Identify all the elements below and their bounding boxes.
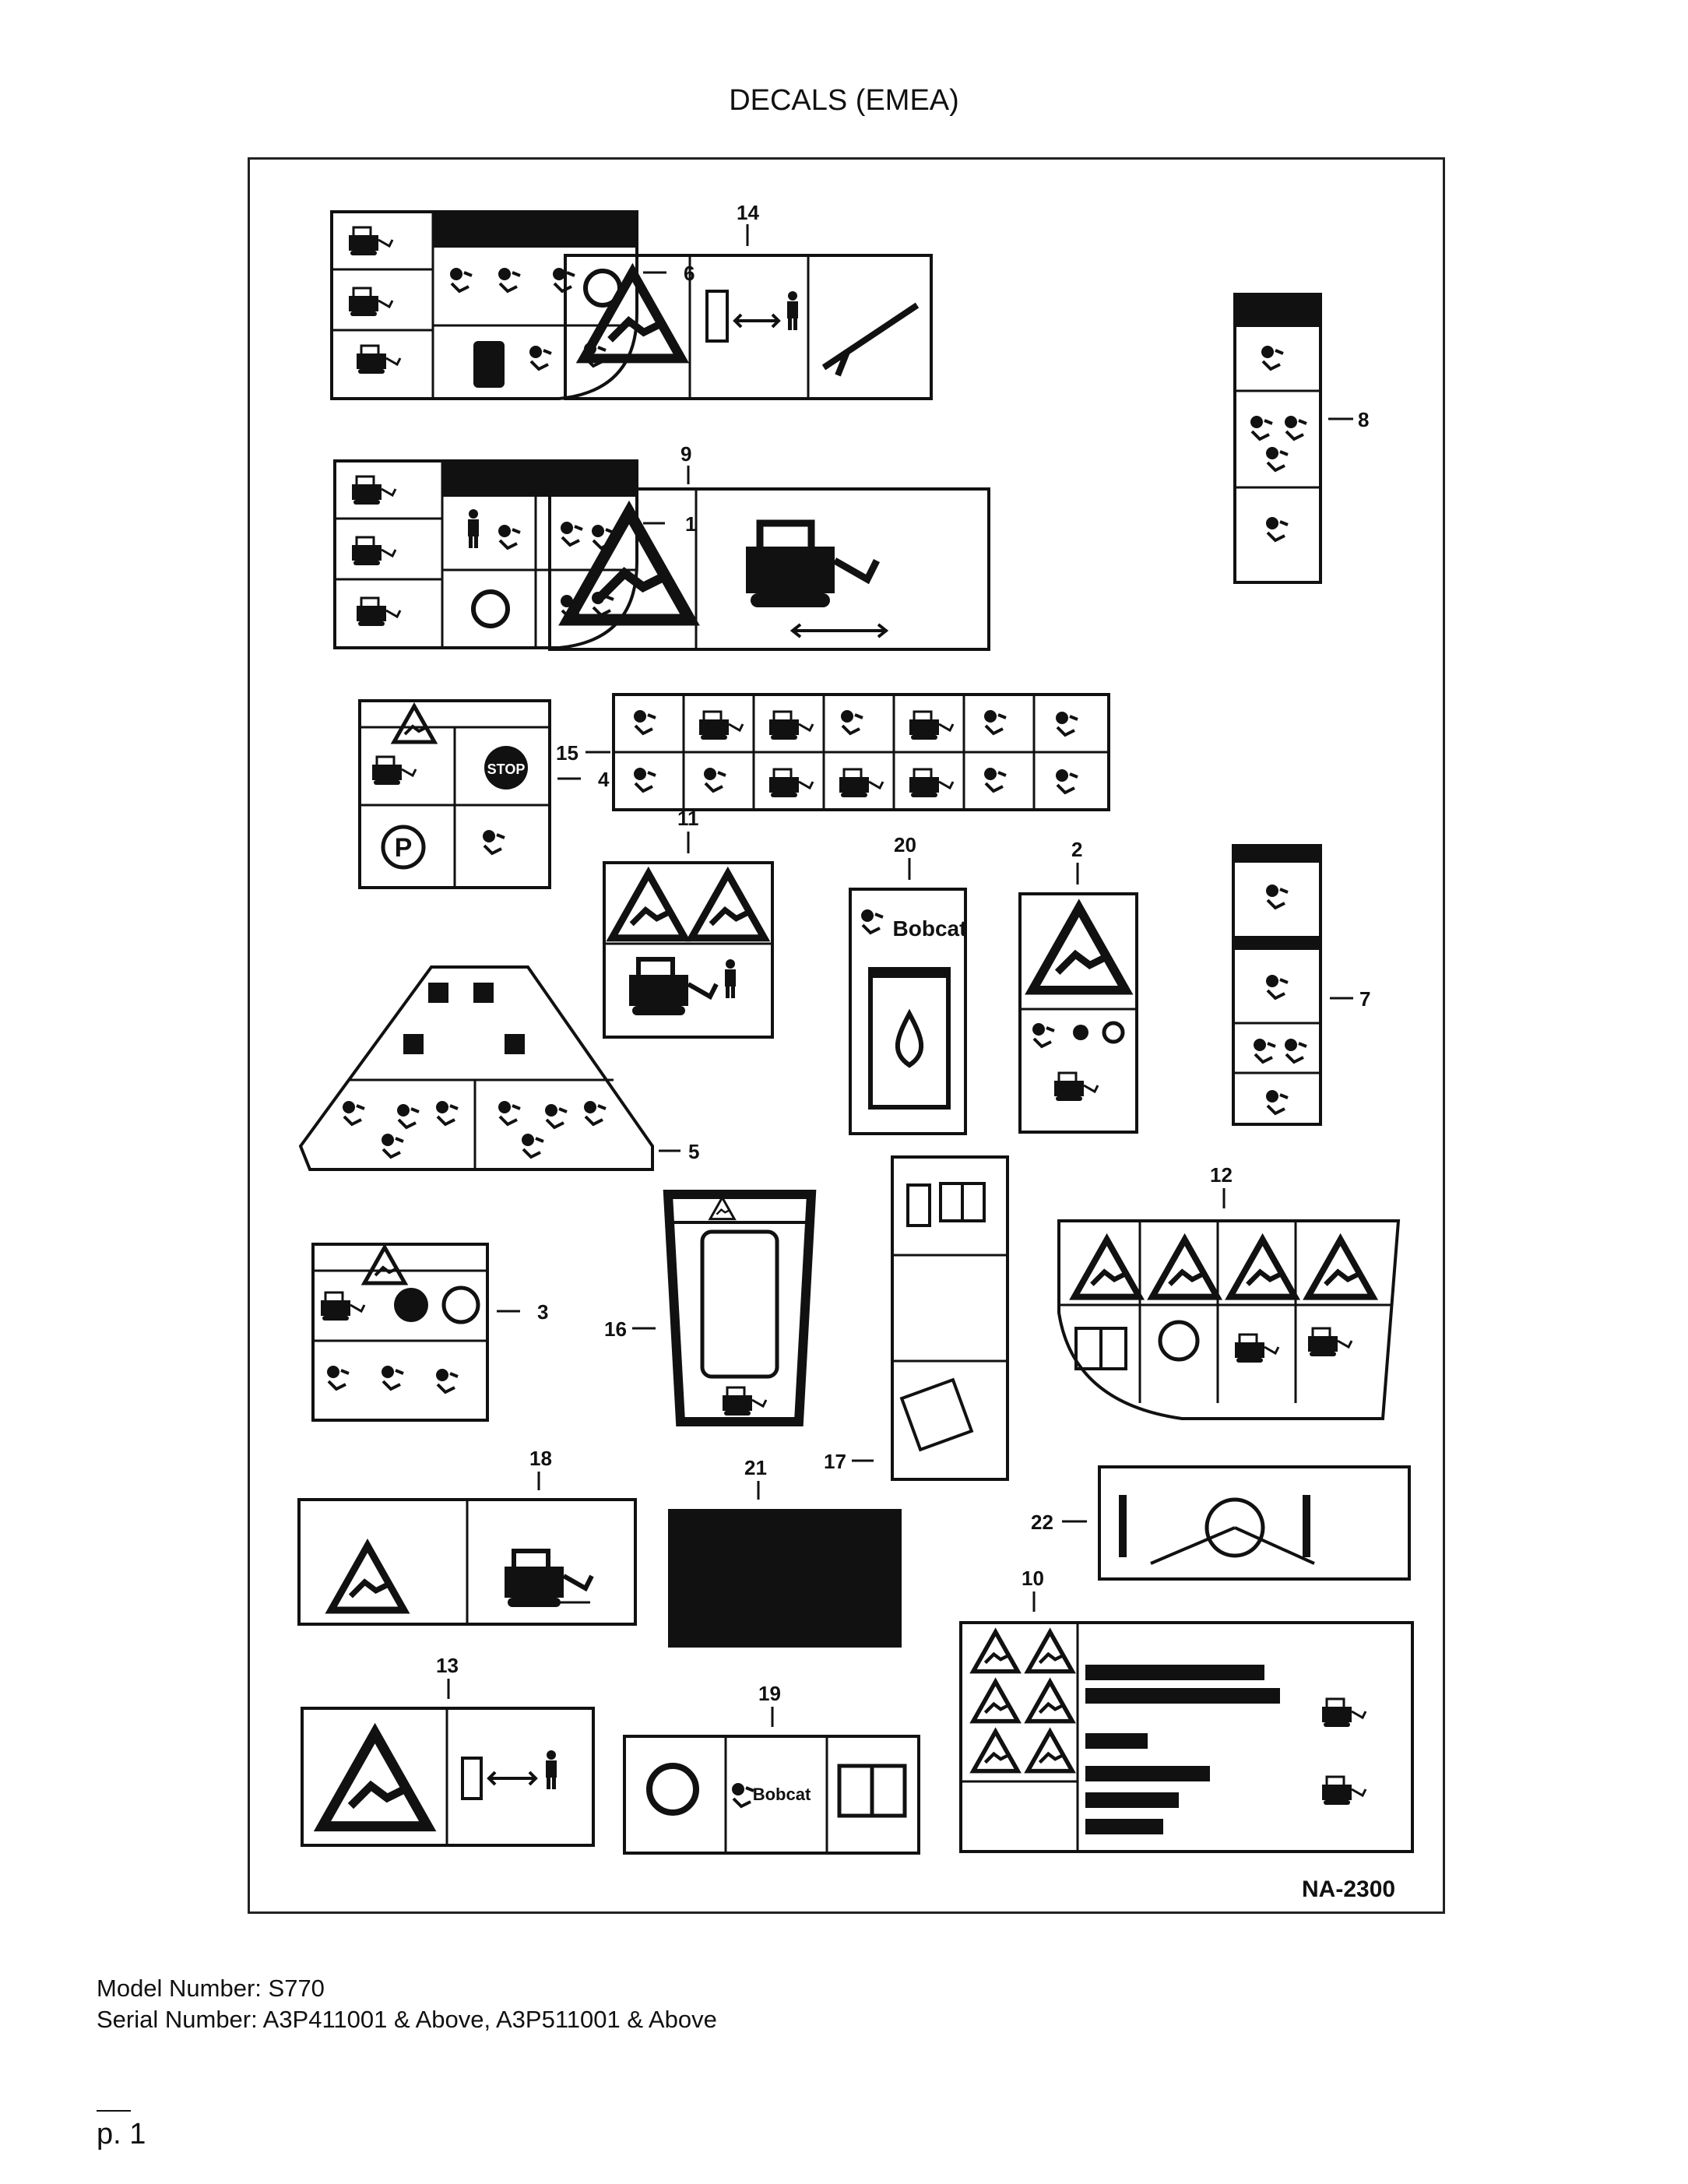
decal-20: Bobcat xyxy=(849,858,967,1135)
decal-8 xyxy=(1233,293,1353,584)
callout-20: 20 xyxy=(894,833,916,856)
page-title: DECALS (EMEA) xyxy=(729,84,959,117)
bobcat-brand-label-19: Bobcat xyxy=(753,1785,811,1804)
serial-number: Serial Number: A3P411001 & Above, A3P511… xyxy=(97,2006,717,2033)
callout-10: 10 xyxy=(1022,1567,1044,1590)
callout-18: 18 xyxy=(529,1447,552,1470)
decal-21 xyxy=(668,1481,902,1648)
decal-4: STOP P xyxy=(358,699,581,889)
bobcat-brand-label: Bobcat xyxy=(893,916,967,941)
decal-13 xyxy=(301,1679,595,1847)
decal-11 xyxy=(603,832,774,1039)
decal-7 xyxy=(1232,844,1353,1126)
diagram-code: NA-2300 xyxy=(1302,1876,1396,1902)
callout-13: 13 xyxy=(436,1654,459,1677)
decal-2 xyxy=(1018,863,1138,1134)
decal-diagram-frame xyxy=(248,157,1445,1914)
callout-19: 19 xyxy=(758,1682,781,1705)
stop-label: STOP xyxy=(487,761,526,777)
callout-5: 5 xyxy=(688,1140,699,1163)
decal-15 xyxy=(586,693,1110,811)
callout-6: 6 xyxy=(684,262,695,285)
callout-15: 15 xyxy=(556,741,578,765)
callout-14: 14 xyxy=(737,201,759,224)
callout-16: 16 xyxy=(604,1317,627,1341)
decal-3 xyxy=(311,1243,520,1422)
decal-18 xyxy=(297,1472,637,1626)
callout-1: 1 xyxy=(685,512,696,536)
decal-17 xyxy=(852,1155,1009,1481)
callout-11: 11 xyxy=(677,807,699,830)
divider xyxy=(97,2110,131,2112)
decal-10 xyxy=(959,1591,1414,1853)
decal-16 xyxy=(632,1190,817,1426)
callout-22: 22 xyxy=(1031,1511,1053,1534)
model-number: Model Number: S770 xyxy=(97,1975,325,2002)
callout-8: 8 xyxy=(1358,408,1369,431)
decal-12 xyxy=(1057,1188,1401,1420)
page-number: p. 1 xyxy=(97,2118,146,2151)
decal-22 xyxy=(1062,1465,1411,1581)
decal-19: Bobcat xyxy=(623,1707,920,1855)
callout-12: 12 xyxy=(1210,1163,1233,1187)
decal-5 xyxy=(298,965,680,1171)
callout-3: 3 xyxy=(537,1300,548,1324)
decal-6 xyxy=(330,210,666,400)
callout-4: 4 xyxy=(598,768,610,791)
decal-9 xyxy=(548,466,990,651)
decal-illustration: STOP P xyxy=(297,201,1414,1855)
callout-21: 21 xyxy=(744,1456,767,1479)
decal-14 xyxy=(564,224,933,400)
callout-2: 2 xyxy=(1071,838,1082,861)
callout-7: 7 xyxy=(1359,987,1370,1011)
callout-9: 9 xyxy=(680,442,691,466)
park-label: P xyxy=(395,833,413,863)
callout-17: 17 xyxy=(824,1450,846,1473)
